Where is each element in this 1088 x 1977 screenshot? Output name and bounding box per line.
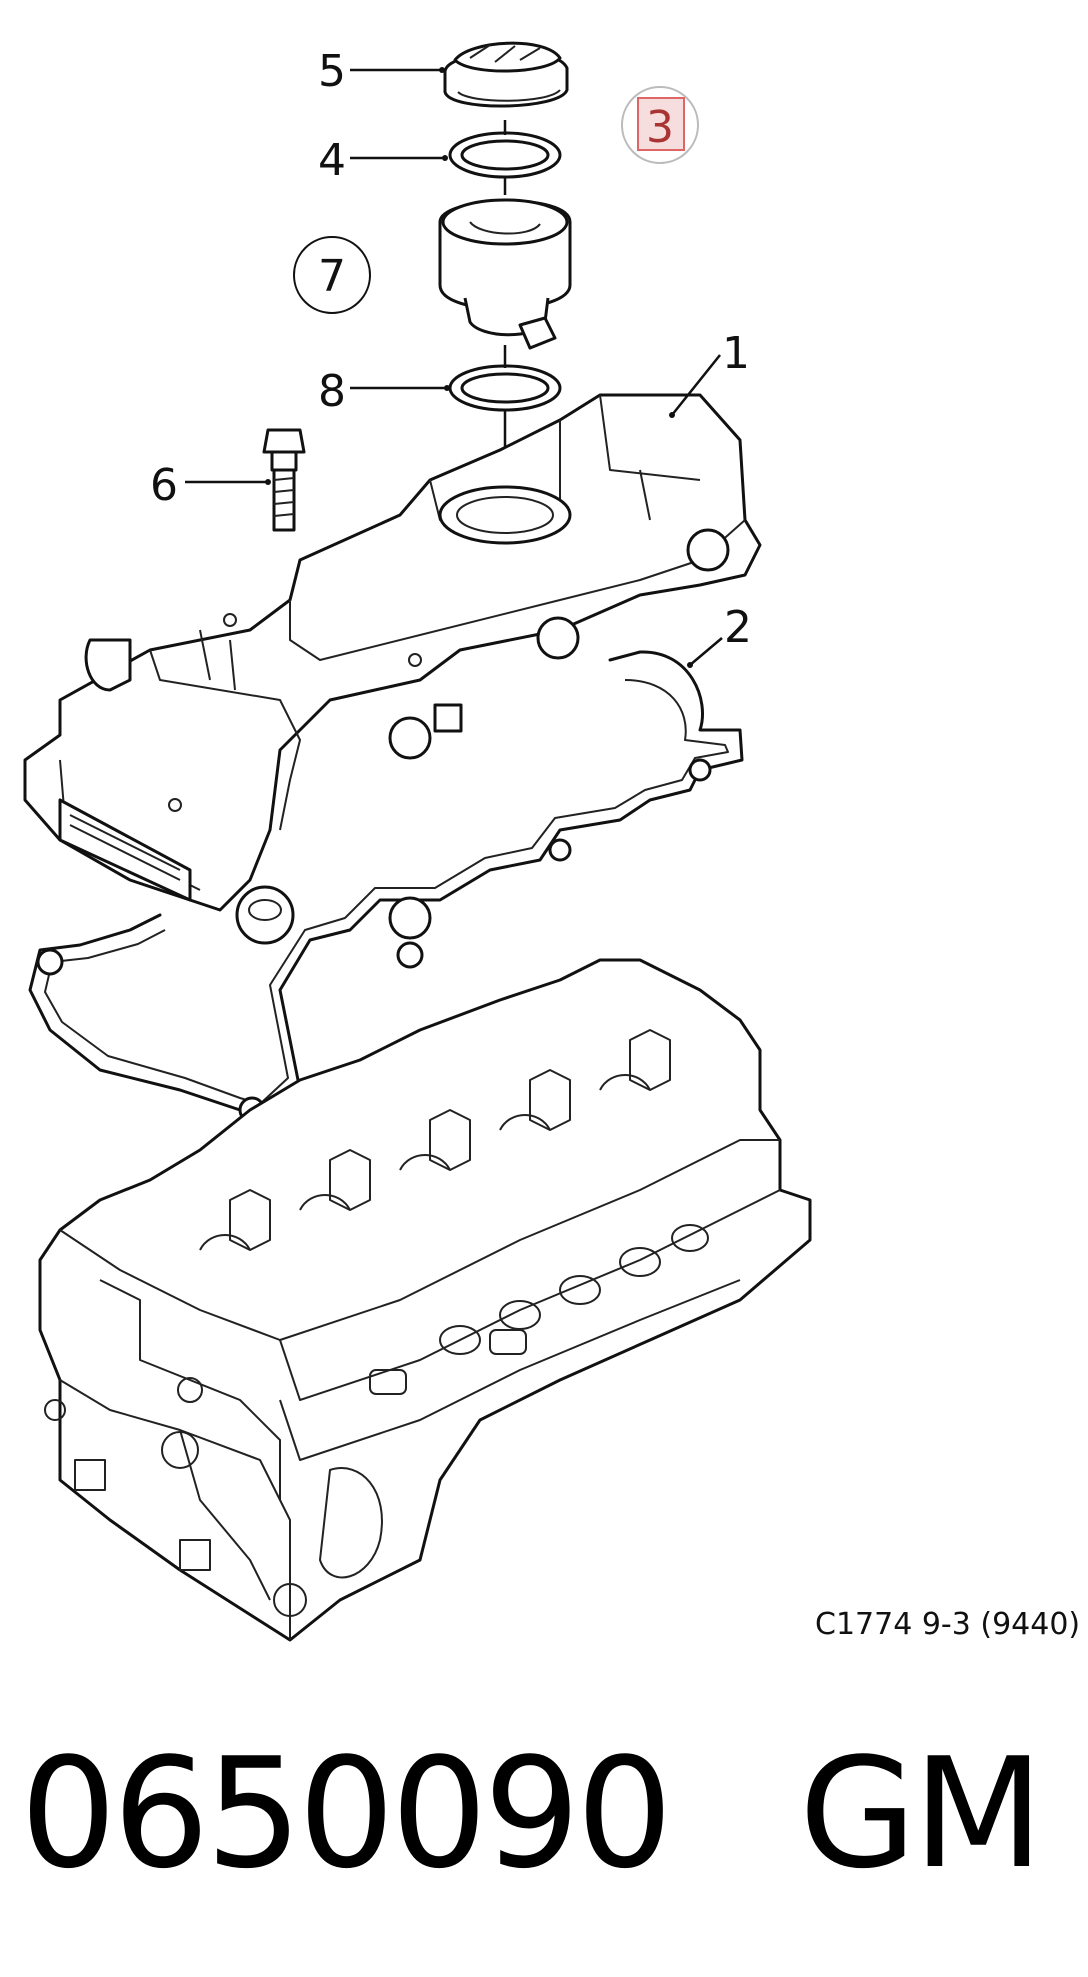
- leader-2: [689, 637, 723, 666]
- valve-cover: [23, 393, 762, 945]
- oil-filler-neck: [438, 198, 572, 350]
- callout-1: 1: [722, 328, 750, 379]
- cylinder-head: [38, 958, 812, 1642]
- callout-8: 8: [318, 366, 346, 417]
- callout-2: 2: [724, 602, 752, 653]
- diagram-reference: C1774 9-3 (9440): [815, 1607, 1081, 1642]
- ports: [369, 1224, 709, 1395]
- cover-bolt: [262, 428, 306, 532]
- exploded-parts-diagram: 5 4 8 6 1 2 7 3: [23, 41, 812, 1642]
- callout-5: 5: [318, 46, 346, 97]
- oil-filler-cap: [443, 41, 569, 108]
- part-number-line: 0650090 GM: [20, 1725, 1044, 1902]
- callout-7: 7: [318, 251, 346, 302]
- o-ring-lower: [448, 364, 562, 412]
- callout-6: 6: [150, 460, 178, 511]
- o-ring-upper: [448, 131, 562, 179]
- callout-4: 4: [318, 135, 346, 186]
- cam-towers: [199, 1029, 671, 1251]
- leader-1: [671, 354, 721, 416]
- callout-7-circle: 7: [293, 236, 371, 314]
- brand-name: GM: [798, 1725, 1044, 1902]
- part-number: 0650090: [20, 1725, 673, 1902]
- callout-3-box: 3: [621, 86, 699, 164]
- callout-3: 3: [646, 102, 674, 153]
